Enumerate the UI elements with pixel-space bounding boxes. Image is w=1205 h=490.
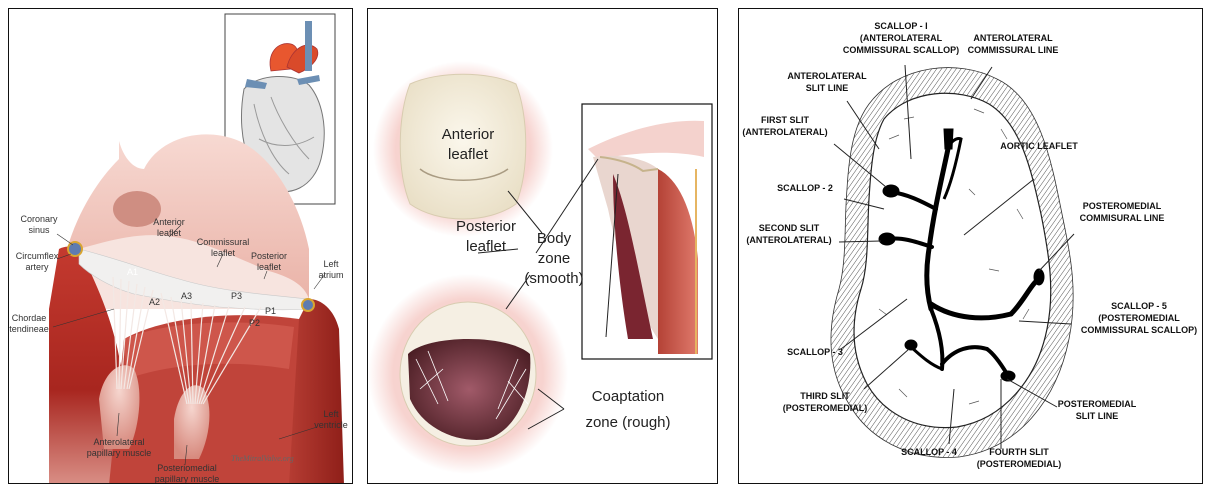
label-a3: A3 (181, 291, 192, 301)
circumflex-vessel-right (302, 299, 314, 311)
label-aortic-leaflet: AORTIC LEAFLET (1000, 141, 1078, 151)
label-a2: A2 (149, 297, 160, 307)
label-p2: P2 (249, 318, 260, 328)
coronary-sinus-vessel (68, 242, 82, 256)
label-fourth-slit: FOURTH SLIT(POSTEROMEDIAL) (977, 447, 1062, 469)
label-scallop-3: SCALLOP - 3 (787, 347, 843, 357)
watermark: TheMitralValve.org (231, 454, 294, 463)
label-a1: A1 (127, 267, 138, 277)
label-second-slit: SECOND SLIT(ANTEROLATERAL) (746, 223, 831, 245)
label-first-slit: FIRST SLIT(ANTEROLATERAL) (742, 115, 827, 137)
label-scallop-2: SCALLOP - 2 (777, 183, 833, 193)
cross-section-inset (582, 104, 712, 359)
label-p3: P3 (231, 291, 242, 301)
label-p1: P1 (265, 306, 276, 316)
label-scallop-4: SCALLOP - 4 (901, 447, 957, 457)
